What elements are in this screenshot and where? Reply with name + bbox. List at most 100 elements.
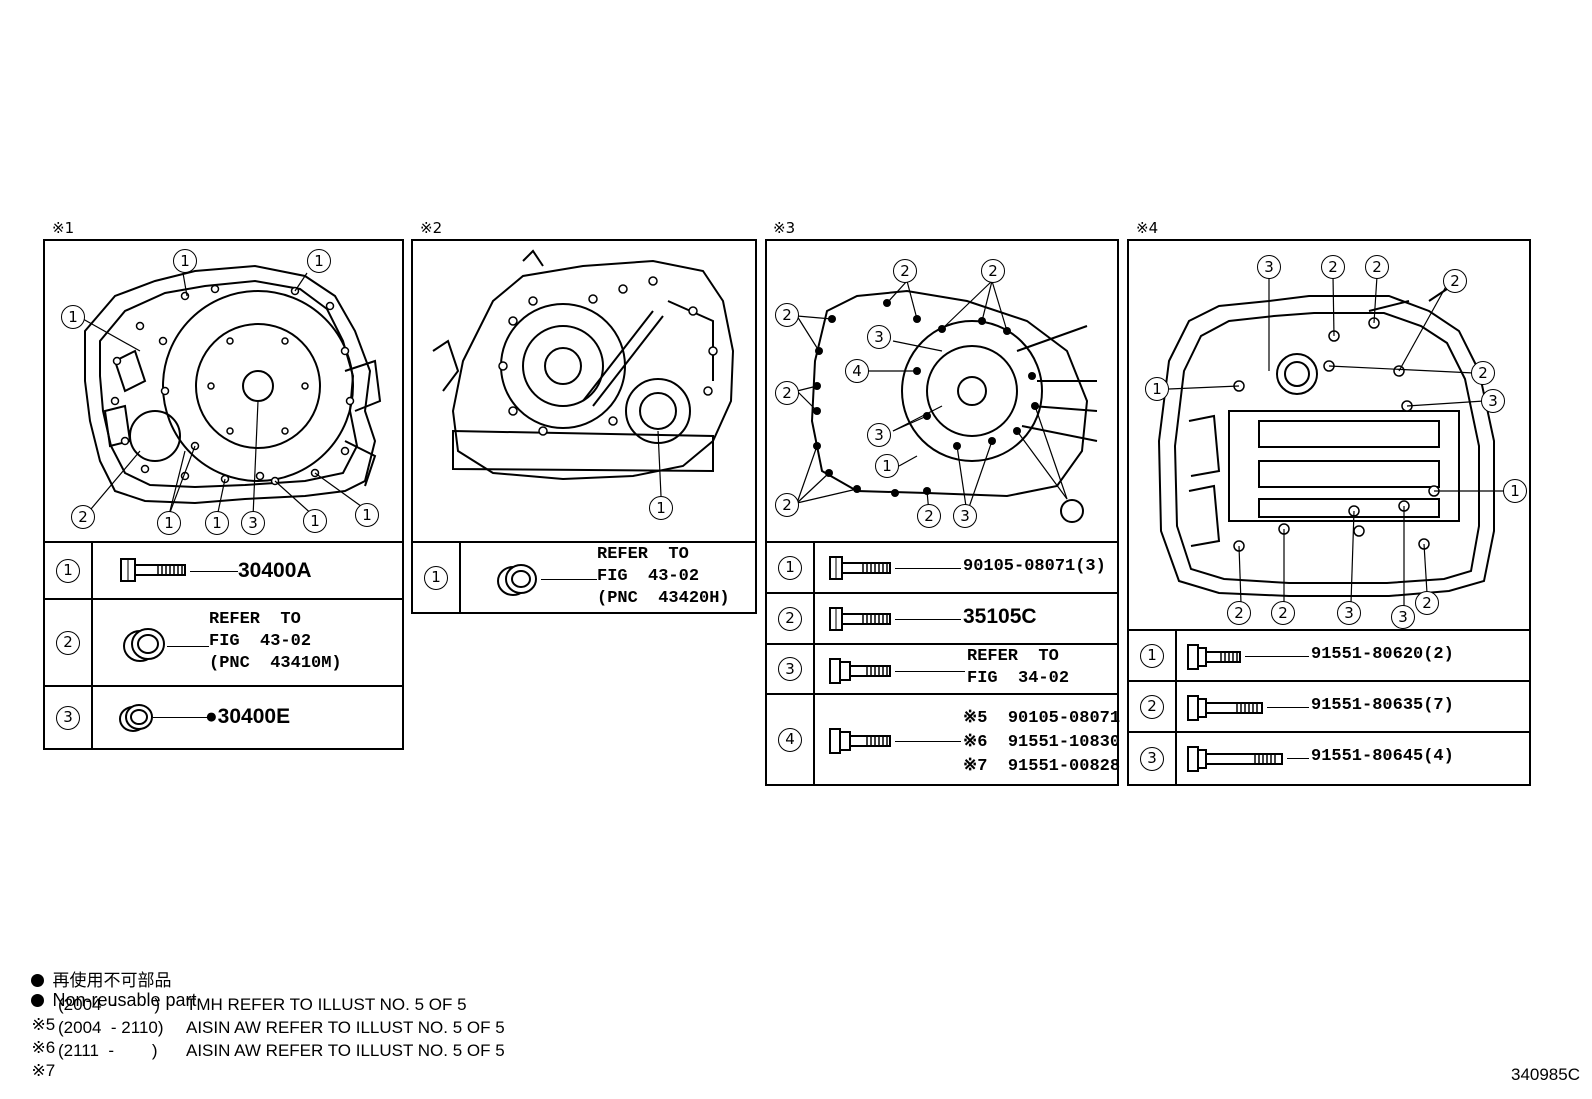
callout-1: 1 (649, 496, 673, 520)
row-number: 4 (778, 727, 802, 752)
panel-2: 1 1 REFER TO FIG 43-02 (PNC 43420H) (411, 239, 757, 614)
parts-row: 1 90105-08071(3) (767, 543, 1117, 594)
callout-2: 2 (1415, 591, 1439, 615)
row-number: 1 (778, 555, 802, 580)
parts-row: 2 91551-80635(7) (1129, 682, 1529, 733)
panel-4-illustration: 3 2 2 2 1 2 3 1 2 2 3 3 2 (1129, 241, 1529, 631)
refer-line-1: REFER TO (209, 610, 301, 629)
callout-3: 3 (1257, 255, 1281, 279)
non-reusable-dot-icon (31, 974, 45, 987)
callout-4: 4 (845, 359, 869, 383)
callout-2: 2 (981, 259, 1005, 283)
parts-row: 1 30400A (45, 543, 402, 600)
parts-row: 4 ※5 90105-08071 ※6 91551-10830 ※7 91551… (767, 695, 1121, 784)
panel-4-label: ※4 (1136, 219, 1159, 237)
bolt-icon (829, 607, 891, 631)
callout-1: 1 (173, 249, 197, 273)
note-text: AISIN AW REFER TO ILLUST NO. 5 OF 5 (186, 1041, 505, 1060)
part-number: 91551-80645(4) (1311, 747, 1454, 766)
row-number: 1 (424, 565, 448, 590)
legend-line-1: 再使用不可部品 (52, 971, 172, 990)
valve-body-drawing (1157, 275, 1509, 609)
row-number: 2 (56, 630, 80, 655)
variant-line-2: ※6 91551-10830 (963, 733, 1121, 752)
panel-3-illustration: 2 2 2 3 4 2 3 1 2 2 3 (767, 241, 1117, 543)
callout-1: 1 (875, 454, 899, 478)
flange-bolt-icon (1187, 644, 1241, 670)
callout-3: 3 (1391, 605, 1415, 629)
callout-1: 1 (205, 511, 229, 535)
note-row: ※6 (22, 1018, 55, 1058)
callout-3: 3 (953, 504, 977, 528)
part-number: 91551-80635(7) (1311, 696, 1454, 715)
parts-row: 3 91551-80645(4) (1129, 733, 1529, 784)
panel-1-label: ※1 (52, 219, 75, 237)
panel-2-illustration: 1 (413, 241, 755, 543)
callout-2: 2 (917, 504, 941, 528)
bolt-icon (829, 556, 891, 580)
part-number: ●30400E (205, 705, 291, 728)
panel-1: 1 1 1 2 1 1 3 1 1 1 30400A 2 REFER TO (43, 239, 404, 750)
note-range: (2004 - ) (58, 995, 161, 1014)
variant-line-1: ※5 90105-08071 (963, 709, 1121, 728)
callout-2: 2 (1271, 601, 1295, 625)
refer-line-2: FIG 43-02 (597, 567, 700, 586)
callout-3: 3 (867, 423, 891, 447)
callout-1: 1 (355, 503, 379, 527)
callout-2: 2 (71, 505, 95, 529)
callout-1: 1 (1145, 377, 1169, 401)
flange-bolt-icon (829, 728, 891, 754)
parts-row: 3 REFER TO FIG 34-02 (767, 645, 1117, 695)
flange-bolt-icon (1187, 746, 1283, 772)
refer-line-1: REFER TO (967, 647, 1059, 666)
callout-2: 2 (1321, 255, 1345, 279)
refer-line-1: REFER TO (597, 545, 689, 564)
row-number: 1 (56, 558, 80, 583)
callout-2: 2 (775, 493, 799, 517)
oil-seal-icon (497, 564, 537, 596)
row-number: 3 (778, 657, 802, 681)
refer-line-3: (PNC 43420H) (597, 589, 730, 608)
transaxle-side-drawing (432, 249, 735, 497)
part-number: 30400A (238, 559, 312, 582)
note-text: TMH REFER TO ILLUST NO. 5 OF 5 (186, 995, 467, 1014)
callout-2: 2 (775, 381, 799, 405)
variant-line-3: ※7 91551-00828 (963, 757, 1121, 776)
part-number: 90105-08071(3) (963, 557, 1106, 576)
row-number: 2 (778, 606, 802, 631)
row-number: 1 (1140, 643, 1164, 668)
callout-3: 3 (867, 325, 891, 349)
panel-4: 3 2 2 2 1 2 3 1 2 2 3 3 2 1 91551-80620(… (1127, 239, 1531, 786)
illustration-code: 340985C (1510, 1065, 1580, 1084)
panel-2-label: ※2 (420, 219, 443, 237)
bolt-icon (120, 558, 186, 582)
parts-row: 1 91551-80620(2) (1129, 631, 1529, 682)
legend-non-reusable-jp: 再使用不可部品 (22, 946, 171, 991)
row-number: 3 (1140, 746, 1164, 771)
callout-3: 3 (1481, 389, 1505, 413)
callout-3: 3 (241, 511, 265, 535)
note-mark: ※6 (31, 1038, 56, 1057)
row-number: 3 (56, 705, 80, 730)
legend-line-2: Non-reusable part (52, 990, 197, 1010)
refer-line-3: (PNC 43410M) (209, 654, 342, 673)
transaxle-case-drawing (82, 264, 382, 518)
note-range: (2004 - 2110) (58, 1018, 164, 1037)
callout-1: 1 (303, 509, 327, 533)
callout-1: 1 (307, 249, 331, 273)
parts-row: 2 REFER TO FIG 43-02 (PNC 43410M) (45, 600, 402, 687)
non-reusable-dot-icon (31, 994, 45, 1007)
panel-1-illustration: 1 1 1 2 1 1 3 1 1 (45, 241, 402, 543)
callout-2: 2 (775, 303, 799, 327)
flange-bolt-icon (829, 658, 891, 684)
panel-3: 2 2 2 3 4 2 3 1 2 2 3 1 90105-08071(3) 2… (765, 239, 1121, 786)
refer-line-2: FIG 34-02 (967, 669, 1070, 688)
callout-1: 1 (1503, 479, 1527, 503)
note-row: ※7 (22, 1041, 55, 1081)
refer-line-2: FIG 43-02 (209, 632, 312, 651)
legend-non-reusable-en: Non-reusable part (22, 970, 197, 1011)
part-number: 35105C (963, 605, 1037, 628)
parts-row: 3 ●30400E (45, 687, 402, 748)
note-text: AISIN AW REFER TO ILLUST NO. 5 OF 5 (186, 1018, 505, 1037)
note-range: (2111 - ) (58, 1041, 158, 1060)
